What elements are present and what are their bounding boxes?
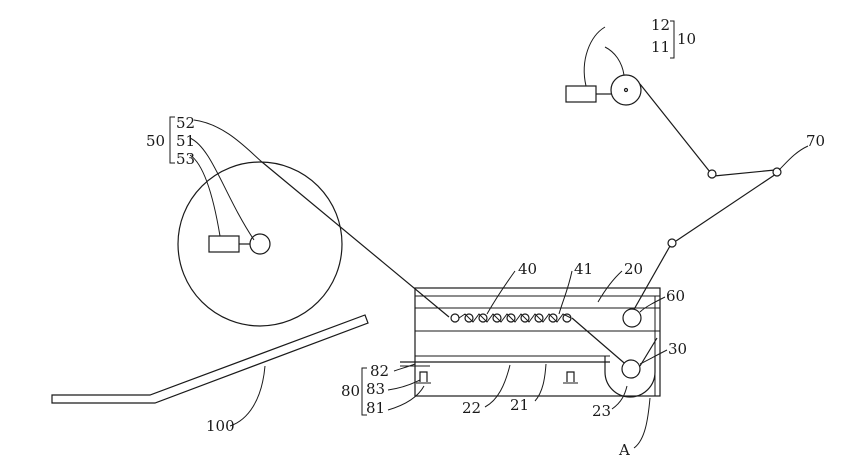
reference-labels: 12 11 10 70 52 51 53 50 40 41 20 60 30 8… [146,16,825,459]
label-A: A [618,441,630,459]
leader-81 [387,385,425,411]
motor-box-12 [565,85,597,103]
film-path-a [639,83,711,173]
label-50: 50 [146,132,165,150]
label-60: 60 [666,287,685,305]
leader-21 [534,363,547,402]
heater-83-right [566,371,575,382]
label-30: 30 [668,340,687,358]
label-20: 20 [624,260,643,278]
unwind-unit [565,74,642,106]
leader-12 [583,26,606,87]
brackets [169,20,675,416]
film-path-d [631,245,671,314]
leader-82 [393,363,416,372]
film-down-right [571,317,631,369]
chain-roller [562,313,572,323]
leader-23 [611,385,628,410]
wind-unit [177,161,450,327]
film-to-reel [261,161,450,318]
roller-60 [622,308,642,328]
label-81: 81 [366,399,385,417]
leader-30 [639,349,668,365]
motor-box-53 [208,235,240,253]
leader-11 [604,46,625,76]
leader-60 [639,296,666,313]
take-up-reel [177,161,343,327]
bracket-80 [361,367,367,416]
label-10: 10 [677,30,696,48]
label-41: 41 [574,260,593,278]
heater-83-left [419,371,428,382]
guide-roller [707,169,717,179]
leader-70 [778,145,809,171]
film-path-b [713,169,776,177]
label-83: 83 [366,380,385,398]
leader-22 [484,364,511,408]
label-53: 53 [176,150,195,168]
leader-40 [486,270,516,315]
chain-link-41 [458,313,572,323]
bracket-50 [169,116,175,164]
film-path-c [675,173,777,242]
label-11: 11 [651,38,670,56]
label-23: 23 [592,402,611,420]
film-up-right [639,337,658,367]
label-52: 52 [176,114,195,132]
label-21: 21 [510,396,529,414]
guide-roller-set [631,83,782,314]
leader-83 [387,379,421,391]
label-70: 70 [806,132,825,150]
leader-lines [189,26,809,449]
heater-unit [416,371,578,384]
label-82: 82 [370,362,389,380]
unwind-roll-hub [623,87,629,93]
leader-A [633,397,651,449]
leader-41 [558,270,573,315]
main-housing [400,287,661,398]
bracket-10 [670,20,675,59]
leader-20 [597,270,623,303]
reel-hub-51 [249,233,271,255]
label-51: 51 [176,132,195,150]
unwind-roll-11 [610,74,642,106]
roller-chain-40 [450,313,572,323]
housing-outer [414,287,661,397]
leader-100 [229,365,266,427]
chain-roller [450,313,460,323]
label-100: 100 [206,417,235,435]
guide-roller [667,238,677,248]
label-12: 12 [651,16,670,34]
label-22: 22 [462,399,481,417]
leader-51 [189,137,255,241]
label-80: 80 [341,382,360,400]
leader-53 [189,154,221,237]
leader-52 [193,119,263,163]
tank-23 [604,356,656,398]
chute-100 [51,314,369,404]
label-40: 40 [518,260,537,278]
roller-30 [621,359,641,379]
film-path-housing [450,308,658,379]
